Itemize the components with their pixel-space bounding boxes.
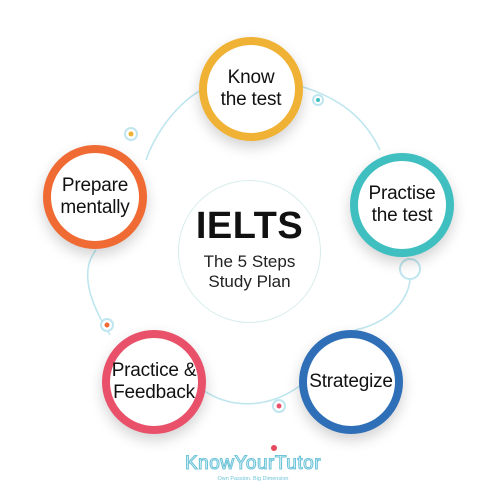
connector-node: [399, 258, 421, 280]
step-circle-practise-the-test: Practise the test: [350, 153, 454, 257]
center-circle: [178, 180, 321, 323]
center-title: IELTS: [195, 205, 304, 247]
step-circle-know-the-test: Know the test: [199, 37, 303, 141]
step-circle-practice-feedback: Practice & Feedback: [102, 330, 206, 434]
logo-tagline: Own Passion. Big Dimension: [218, 476, 289, 482]
step-circle-prepare-mentally: Prepare mentally: [43, 145, 147, 249]
step-label: Practice & Feedback: [111, 360, 197, 403]
connector-node: [128, 131, 134, 137]
center-subtitle: The 5 Steps Study Plan: [203, 252, 296, 291]
connector-node: [104, 322, 110, 328]
brand-logo: KnowYourTutor Own Passion. Big Dimension: [184, 452, 321, 482]
step-circle-strategize: Strategize: [299, 330, 403, 434]
connector-arc: [299, 85, 381, 151]
step-label: Practise the test: [368, 183, 436, 226]
connector-arc: [199, 381, 306, 405]
connector-node: [316, 98, 320, 102]
step-label: Prepare mentally: [60, 175, 130, 218]
connector-node: [276, 403, 282, 409]
logo-accent-dot: [271, 445, 277, 451]
connector-arc: [145, 89, 203, 161]
logo-text: KnowYourTutor: [185, 453, 321, 474]
step-label: Strategize: [309, 371, 393, 392]
step-label: Know the test: [220, 67, 282, 110]
